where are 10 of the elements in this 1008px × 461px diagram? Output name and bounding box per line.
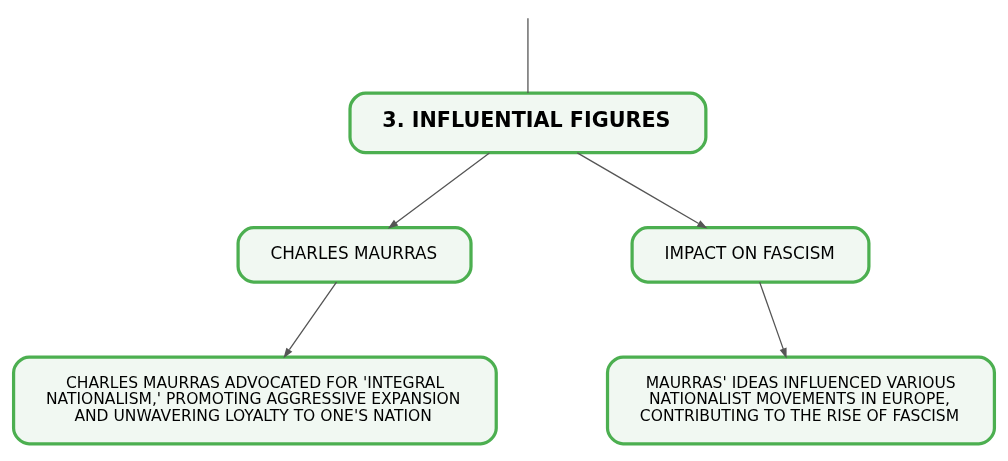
node-box: 3. INFLUENTIAL FIGURES [348,91,708,155]
node-box: CHARLES MAURRAS [236,226,473,284]
arrow [283,281,338,359]
node-box: CHARLES MAURRAS ADVOCATED FOR 'INTEGRAL NATIONALISM,' PROMOTING AGGRESSIVE EXPANSION AND UNWAVERING LOYALTY TO ONE'S NATION [11,355,498,446]
node-box: IMPACT ON FASCISM [630,226,871,284]
arrow [576,152,708,229]
connector [527,17,529,94]
arrow [759,281,787,359]
arrow [387,152,491,229]
node-box: MAURRAS' IDEAS INFLUENCED VARIOUS NATIONALIST MOVEMENTS IN EUROPE, CONTRIBUTING TO THE RISE OF FASCISM [605,355,997,446]
